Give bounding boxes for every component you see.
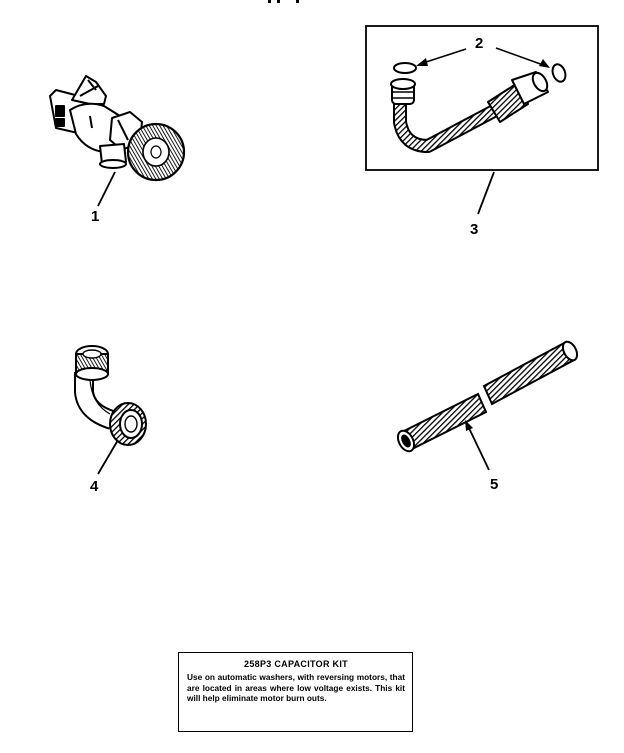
callout-part-1: 1: [91, 208, 100, 225]
leader-arrow-2b: [539, 59, 550, 68]
part-5-hose: [396, 340, 579, 453]
leader-arrow-5: [465, 420, 473, 431]
leader-line-3: [477, 171, 495, 215]
leader-line-1: [97, 171, 116, 207]
kit-note-text: Use on automatic washers, with reversing…: [187, 672, 405, 703]
callout-part-4: 4: [90, 478, 99, 495]
part-4-elbow: [74, 345, 147, 446]
capacitor-kit-note: 258P3 CAPACITOR KIT Use on automatic was…: [178, 652, 413, 732]
top-edge-mark: [268, 0, 299, 3]
kit-note-title: 258P3 CAPACITOR KIT: [244, 659, 348, 669]
callout-part-5: 5: [490, 476, 499, 493]
leader-line-2b: [495, 47, 547, 67]
leader-arrow-2a: [416, 58, 428, 66]
leader-line-2a: [419, 48, 467, 65]
callout-part-3: 3: [470, 221, 479, 238]
part-3-fill-hose: [390, 71, 549, 153]
leader-line-5: [467, 425, 490, 471]
callout-part-2: 2: [475, 35, 484, 52]
part-3-box: [365, 25, 599, 171]
part-1-faucet-adapter: [49, 75, 186, 182]
part-2-washers: [393, 62, 567, 83]
leader-line-4: [97, 439, 119, 475]
